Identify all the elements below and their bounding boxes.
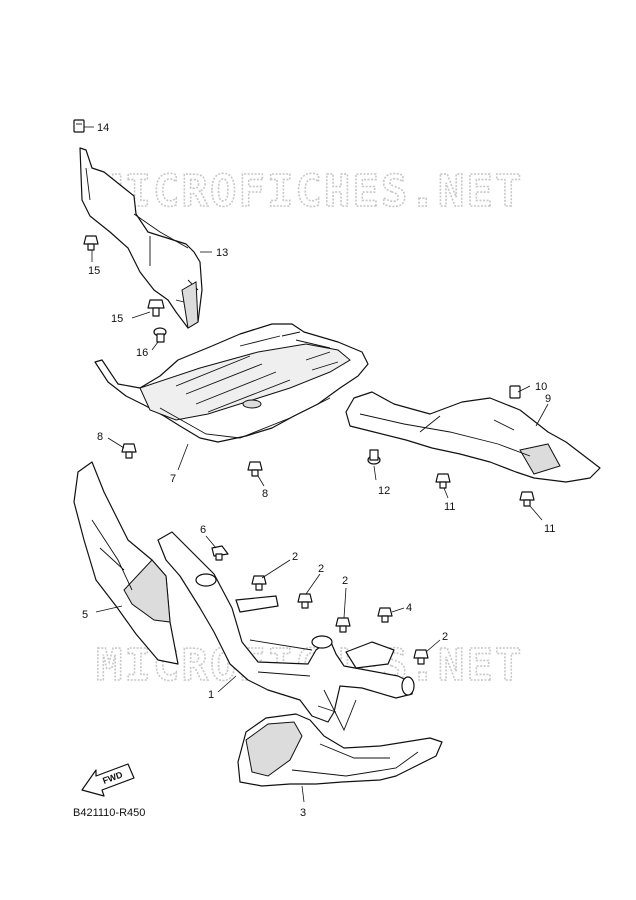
callout-12: 12 [378,485,390,497]
part-2-bolt-a [251,575,267,591]
callout-15b: 15 [111,313,123,325]
part-14-clip [73,119,85,133]
callout-15a: 15 [88,265,100,277]
part-15-bolt-a [83,235,99,251]
callout-11a: 11 [444,501,455,513]
part-11-bolt-b [519,491,535,507]
callout-5: 5 [82,609,88,621]
part-1-frame [157,531,415,732]
part-10-clip [509,385,521,399]
part-7-floor-plate [94,323,369,443]
callout-11b: 11 [544,523,555,535]
callout-3: 3 [300,807,306,819]
part-2-bolt-d [413,649,429,665]
part-3-skid-plate [237,713,443,787]
part-5-front-guard [73,461,179,665]
part-12-grommet [367,449,381,465]
callout-8b: 8 [262,488,268,500]
part-4-bolt [377,607,393,623]
callout-7: 7 [170,473,176,485]
part-2-bolt-c [335,617,351,633]
callout-16: 16 [136,347,148,359]
callout-2c: 2 [342,575,348,587]
callout-2b: 2 [318,563,324,575]
part-11-bolt-a [435,473,451,489]
fwd-arrow-icon: FWD [81,763,135,797]
callout-4: 4 [406,602,412,614]
callout-13: 13 [216,247,228,259]
part-15-bolt-b [147,299,165,317]
callout-14: 14 [97,122,109,134]
callout-2a: 2 [292,551,298,563]
callout-8a: 8 [97,431,103,443]
part-8-bolt-a [121,443,137,459]
callout-1: 1 [208,689,214,701]
leader-lines [84,126,549,803]
watermark-top: MICROFICHES.NET [96,166,523,217]
diagram-code: B421110-R450 [73,807,146,819]
part-2-bolt-b [297,593,313,609]
callout-6: 6 [200,524,206,536]
part-13-side-guard [79,147,203,329]
part-16-grommet [153,327,167,343]
callout-2d: 2 [442,631,448,643]
part-8-bolt-b [247,461,263,477]
part-6-bolt [211,545,229,561]
callout-9: 9 [545,393,551,405]
part-9-side-guard [345,391,601,483]
callout-10: 10 [535,381,547,393]
